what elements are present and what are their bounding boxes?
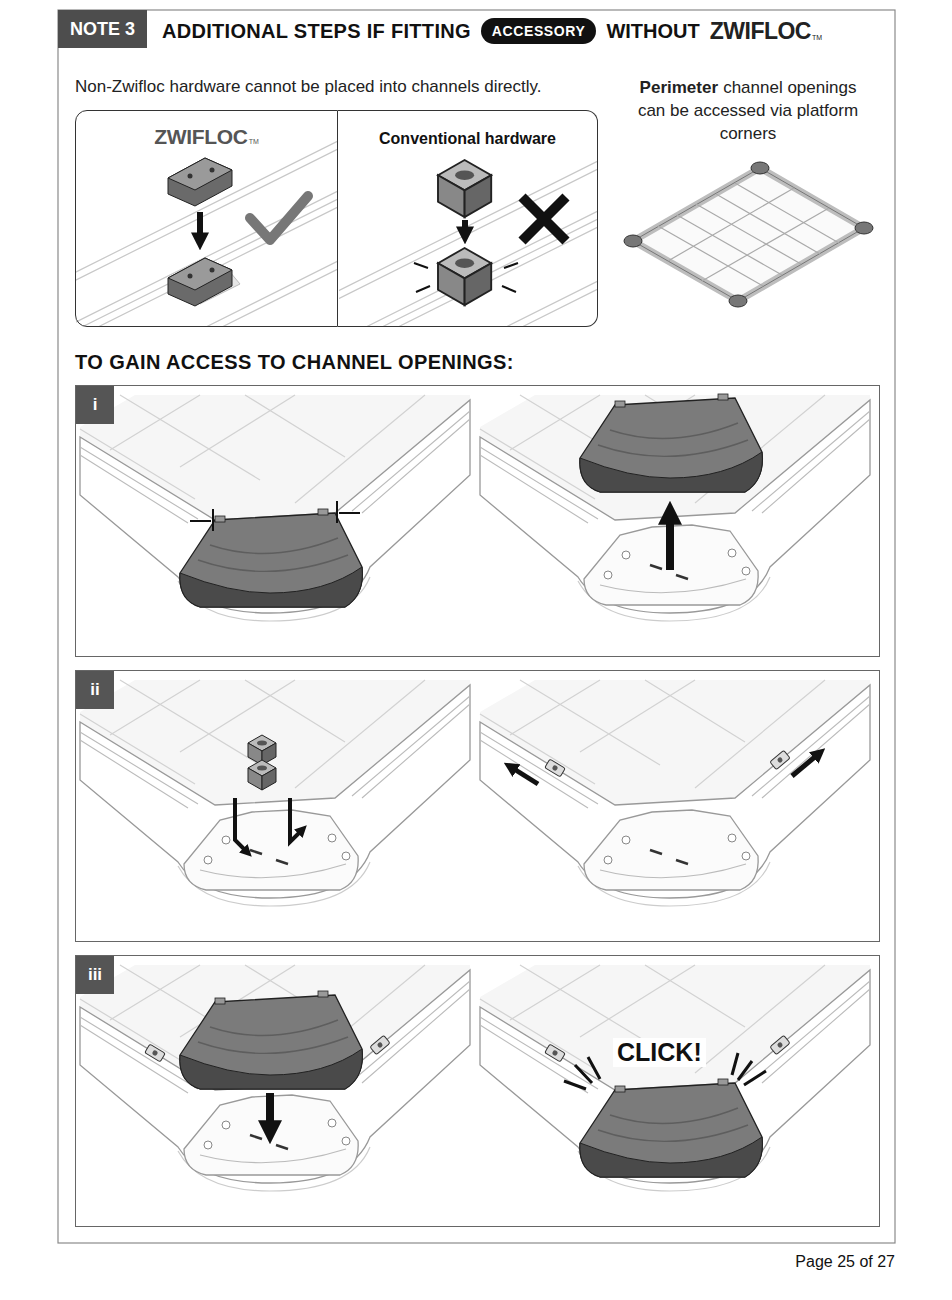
step-ii-insert-nuts-part	[248, 760, 276, 790]
comparison-panel: ZWIFLOCTM	[75, 110, 338, 327]
step-iii-cap-clicked	[480, 965, 870, 1191]
step-number: iii	[76, 956, 114, 994]
title-text: WITHOUT	[606, 20, 699, 43]
platform-overview-part	[633, 168, 864, 301]
platform-overview-part	[729, 295, 747, 307]
note-tab: NOTE 3	[58, 10, 147, 48]
zwifloc-panel-art-part	[168, 258, 232, 290]
platform-overview-part	[751, 162, 769, 174]
step-i-cap-removed-part	[666, 520, 674, 570]
zwifloc-panel-art-part	[197, 212, 203, 236]
perimeter-note: Perimeterchannel openings can be accesse…	[632, 76, 864, 145]
step-ii-slide-nuts-part	[514, 769, 538, 784]
zwifloc-panel-art-part	[250, 196, 308, 240]
step-iii-cap-clicked-part	[545, 1044, 566, 1062]
step-ii-insert-nuts-part	[235, 798, 245, 850]
platform-overview	[624, 162, 873, 307]
trademark-mark: TM	[812, 34, 822, 41]
step-iii-cap-clicked-part	[580, 1079, 763, 1177]
accessory-badge: ACCESSORY	[481, 18, 597, 44]
step-ii-insert-nuts-part	[290, 798, 300, 842]
step-ii-slide-nuts-part	[545, 759, 566, 777]
platform-overview-part	[855, 222, 873, 234]
sound-effect: CLICK!	[613, 1038, 706, 1067]
conventional-panel-art-part	[522, 197, 566, 241]
step-iii-refit-cap	[80, 965, 470, 1191]
zwifloc-panel-art-part	[168, 158, 232, 206]
section-heading: TO GAIN ACCESS TO CHANNEL OPENINGS:	[75, 351, 514, 374]
platform-overview-part	[633, 168, 864, 301]
conventional-panel-art-part	[438, 248, 491, 305]
note-text: Non-Zwifloc hardware cannot be placed in…	[75, 77, 542, 97]
step-number: i	[76, 386, 114, 424]
zwifloc-panel-art-part	[188, 174, 193, 179]
zwifloc-panel-art-part	[210, 268, 215, 273]
conventional-panel-art-part	[339, 150, 597, 326]
zwifloc-panel-art-part	[76, 130, 337, 326]
step-panel: ii	[75, 670, 880, 942]
zwifloc-panel-art-part	[188, 274, 193, 279]
brand-logo: ZWIFLOC	[154, 125, 248, 148]
trademark-mark: TM	[249, 138, 259, 145]
step-iii-cap-clicked-part	[480, 965, 870, 1191]
platform-overview-part	[658, 183, 839, 286]
title-text: ADDITIONAL STEPS IF FITTING	[162, 20, 471, 43]
node-label: ACCESSORY	[492, 23, 586, 39]
platform-overview-part	[624, 235, 642, 247]
step-iii-refit-cap-part	[145, 1044, 166, 1062]
step-ii-slide-nuts-part	[792, 756, 816, 776]
zwifloc-panel-art-part	[210, 168, 215, 173]
step-iii-refit-cap-part-part	[180, 991, 363, 1089]
step-iii-cap-clicked-part	[770, 1035, 790, 1054]
step-i-cap-removed	[480, 394, 870, 621]
conventional-panel-art	[339, 150, 597, 326]
conventional-panel-art-part	[438, 160, 491, 217]
step-i-cap-removed-part	[480, 395, 870, 621]
step-panel: iii	[75, 955, 880, 1227]
step-ii-slide-nuts	[480, 680, 870, 906]
page-number: Page 25 of 27	[745, 1253, 895, 1271]
comparison-panel: Conventional hardware	[338, 110, 598, 327]
title-bar: ADDITIONAL STEPS IF FITTING ACCESSORY WITH…	[162, 12, 822, 50]
zwifloc-panel-art-part	[168, 158, 232, 190]
conventional-panel-art-part	[414, 263, 518, 292]
step-iii-refit-cap-part	[266, 1093, 274, 1125]
brand-logo: ZWIFLOC	[710, 18, 811, 45]
step-i-cap-fitted-part	[180, 509, 363, 607]
step-panel: i	[75, 385, 880, 657]
step-i-cap-removed-part-part	[580, 394, 763, 492]
step-ii-insert-nuts-part	[80, 680, 470, 906]
step-ii-insert-nuts-part	[184, 810, 358, 890]
step-i-cap-fitted-part	[190, 501, 360, 531]
zwifloc-panel-art	[76, 130, 337, 326]
step-i-cap-removed-part	[580, 394, 763, 492]
note-text: Perimeter	[640, 78, 718, 97]
node-label: Conventional hardware	[379, 130, 556, 147]
step-ii-slide-nuts-part	[770, 750, 790, 769]
step-ii-insert-nuts	[80, 680, 470, 906]
step-ii-slide-nuts-part	[480, 680, 870, 906]
step-i-cap-fitted-part	[80, 395, 470, 621]
conventional-panel-art-part	[462, 220, 468, 230]
step-iii-refit-cap-part	[370, 1035, 390, 1054]
step-number: ii	[76, 671, 114, 709]
zwifloc-panel-art-part	[168, 258, 232, 306]
step-iii-refit-cap-part	[80, 965, 470, 1191]
step-i-cap-fitted	[80, 395, 470, 621]
step-iii-refit-cap-part	[180, 991, 363, 1089]
step-ii-slide-nuts-part	[584, 810, 758, 890]
page-frame	[58, 10, 895, 1243]
node-label: NOTE 3	[70, 19, 135, 40]
